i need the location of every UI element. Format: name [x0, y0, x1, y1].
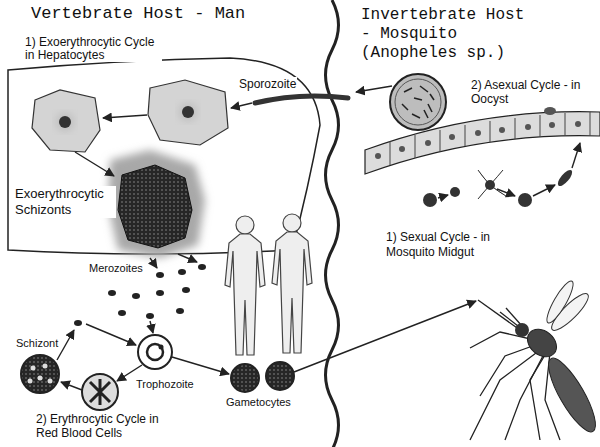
host-heading: Invertebrate Host - Mosquito (Anopheles … [360, 6, 534, 63]
stage-label: 1) Sexual Cycle - in Mosquito Midgut [385, 230, 517, 260]
oocyst [390, 74, 446, 130]
stage-label: Gametocytes [225, 396, 292, 409]
mosquito [470, 278, 600, 440]
stage-label: 2) Erythrocytic Cycle in Red Blood Cells [35, 412, 172, 440]
stage-label: 1) Exoerythrocytic Cycle in Hepatocytes [24, 36, 162, 62]
hepatocytes [32, 80, 228, 152]
sexual-stages [423, 168, 574, 207]
host-heading: Vertebrate Host - Man [30, 4, 246, 24]
exoerythrocytic-schizont [108, 150, 205, 258]
sporozoite-shape [255, 96, 348, 103]
stage-label: 2) Asexual Cycle - in Oocyst [470, 78, 597, 106]
stage-label: Exoerythrocytic Schizonts [14, 186, 116, 218]
stage-label: Trophozoite [135, 378, 195, 391]
erythrocytic-cells [21, 335, 294, 410]
cycle-arrows [57, 86, 580, 390]
stage-label: Merozoites [88, 262, 144, 275]
stage-label: Sporozoite [238, 77, 297, 91]
host-divider [326, 0, 339, 447]
stage-label: Schizont [15, 337, 59, 350]
human-figures [225, 214, 312, 355]
